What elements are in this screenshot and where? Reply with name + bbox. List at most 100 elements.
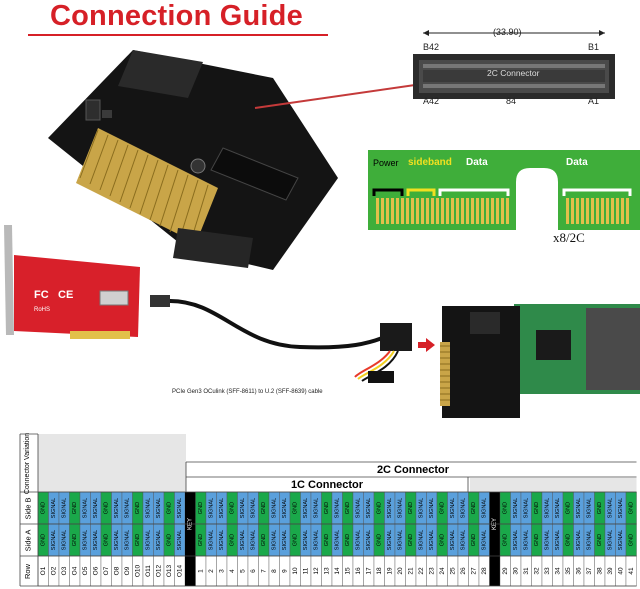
side-a-text: SIGNAL bbox=[282, 530, 288, 551]
arrow-right-icon bbox=[418, 338, 435, 352]
side-a-text: GND bbox=[103, 534, 109, 546]
side-a-text: SIGNAL bbox=[271, 530, 277, 551]
connector-variation-label: Connector Variation bbox=[24, 432, 32, 494]
side-b-text: SIGNAL bbox=[282, 498, 288, 519]
side-b-text: GND bbox=[72, 502, 78, 514]
pin-label-b1: B1 bbox=[588, 42, 600, 52]
row-number: O8 bbox=[113, 566, 120, 575]
row-number: O7 bbox=[103, 566, 110, 575]
edge-finger-diagram: Power sideband Data Data x8/2C bbox=[368, 150, 640, 250]
side-b-text: GND bbox=[135, 502, 141, 514]
row-number: 21 bbox=[407, 567, 414, 575]
side-a-text: GND bbox=[471, 534, 477, 546]
header-2c-connector: 2C Connector bbox=[376, 464, 450, 476]
row-number: 25 bbox=[449, 567, 456, 575]
dimension-label: (33.90) bbox=[493, 27, 522, 37]
side-a-text: GND bbox=[534, 534, 540, 546]
side-b-text: SIGNAL bbox=[82, 498, 88, 519]
row-number: 33 bbox=[544, 567, 551, 575]
top-connector-shape bbox=[118, 50, 203, 98]
side-a-text: SIGNAL bbox=[250, 530, 256, 551]
row-number: 38 bbox=[596, 567, 603, 575]
side-a-text: SIGNAL bbox=[61, 530, 67, 551]
row-number: 17 bbox=[365, 567, 372, 575]
row-number: O12 bbox=[155, 564, 162, 577]
side-b-text: SIGNAL bbox=[523, 498, 529, 519]
side-b-text: SIGNAL bbox=[208, 498, 214, 519]
row-number: 28 bbox=[481, 567, 488, 575]
side-b-text: SIGNAL bbox=[156, 498, 162, 519]
fc-mark: FC bbox=[34, 289, 49, 301]
side-b-text: GND bbox=[324, 502, 330, 514]
row-number: 34 bbox=[554, 567, 561, 575]
side-a-text: GND bbox=[229, 534, 235, 546]
side-b-text: SIGNAL bbox=[397, 498, 403, 519]
row-number: 40 bbox=[617, 567, 624, 575]
side-b-text: SIGNAL bbox=[366, 498, 372, 519]
side-a-text: SIGNAL bbox=[555, 530, 561, 551]
side-b-text: GND bbox=[534, 502, 540, 514]
side-a-text: GND bbox=[324, 534, 330, 546]
row-number: 1 bbox=[197, 569, 204, 573]
data-label-right: Data bbox=[566, 157, 588, 168]
side-b-text: SIGNAL bbox=[124, 498, 130, 519]
side-b-text: SIGNAL bbox=[177, 498, 183, 519]
pin-label-84: 84 bbox=[506, 96, 517, 106]
row-number: 11 bbox=[302, 567, 309, 574]
pin-label-a42: A42 bbox=[423, 96, 440, 106]
row-number: 4 bbox=[229, 569, 236, 573]
side-a-text: SIGNAL bbox=[450, 530, 456, 551]
row-number: O13 bbox=[166, 564, 173, 577]
side-a-text: GND bbox=[345, 534, 351, 546]
side-a-text: SIGNAL bbox=[219, 530, 225, 551]
side-b-text: SIGNAL bbox=[387, 498, 393, 519]
side-b-text: GND bbox=[628, 502, 634, 514]
side-b-text: GND bbox=[166, 502, 172, 514]
side-b-text: SIGNAL bbox=[313, 498, 319, 519]
side-b-text: SIGNAL bbox=[145, 498, 151, 519]
side-a-text: GND bbox=[135, 534, 141, 546]
row-number: O14 bbox=[176, 564, 183, 577]
side-b-text: SIGNAL bbox=[114, 498, 120, 519]
row-number: 20 bbox=[397, 567, 404, 575]
row-number: 24 bbox=[439, 567, 446, 575]
side-a-text: SIGNAL bbox=[93, 530, 99, 551]
power-label: Power bbox=[373, 158, 399, 168]
side-a-text: GND bbox=[439, 534, 445, 546]
side-a-text: GND bbox=[72, 534, 78, 546]
row-number: O3 bbox=[61, 566, 68, 575]
side-a-text: SIGNAL bbox=[544, 530, 550, 551]
side-b-text: GND bbox=[198, 502, 204, 514]
side-b-label: Side B bbox=[23, 496, 33, 520]
side-a-text: SIGNAL bbox=[208, 530, 214, 551]
side-a-text: SIGNAL bbox=[145, 530, 151, 551]
side-b-text: GND bbox=[408, 502, 414, 514]
side-b-text: GND bbox=[292, 502, 298, 514]
side-b-text: SIGNAL bbox=[544, 498, 550, 519]
side-a-text: SIGNAL bbox=[397, 530, 403, 551]
connector-drawing: (33.90) B42 B1 2C Connector A42 84 A1 bbox=[405, 24, 620, 108]
ssd-with-adapter-figure bbox=[440, 304, 640, 418]
side-b-text: SIGNAL bbox=[576, 498, 582, 519]
side-a-text: SIGNAL bbox=[418, 530, 424, 551]
row-number: 29 bbox=[502, 567, 509, 575]
side-a-text: SIGNAL bbox=[177, 530, 183, 551]
width-label: x8/2C bbox=[553, 230, 585, 245]
side-a-text: GND bbox=[40, 534, 46, 546]
side-a-text: GND bbox=[628, 534, 634, 546]
side-b-text: GND bbox=[261, 502, 267, 514]
side-a-text: SIGNAL bbox=[355, 530, 361, 551]
side-b-text: SIGNAL bbox=[429, 498, 435, 519]
side-b-text: GND bbox=[345, 502, 351, 514]
row-number: 35 bbox=[565, 567, 572, 575]
key-row-cell bbox=[185, 556, 196, 586]
row-number: 10 bbox=[292, 567, 299, 575]
row-number: 26 bbox=[460, 567, 467, 575]
side-a-text: GND bbox=[502, 534, 508, 546]
side-a-text: SIGNAL bbox=[82, 530, 88, 551]
side-a-text: SIGNAL bbox=[513, 530, 519, 551]
row-number: O5 bbox=[82, 566, 89, 575]
row-number: 31 bbox=[523, 567, 530, 575]
row-number: 27 bbox=[470, 567, 477, 575]
side-a-text: SIGNAL bbox=[156, 530, 162, 551]
